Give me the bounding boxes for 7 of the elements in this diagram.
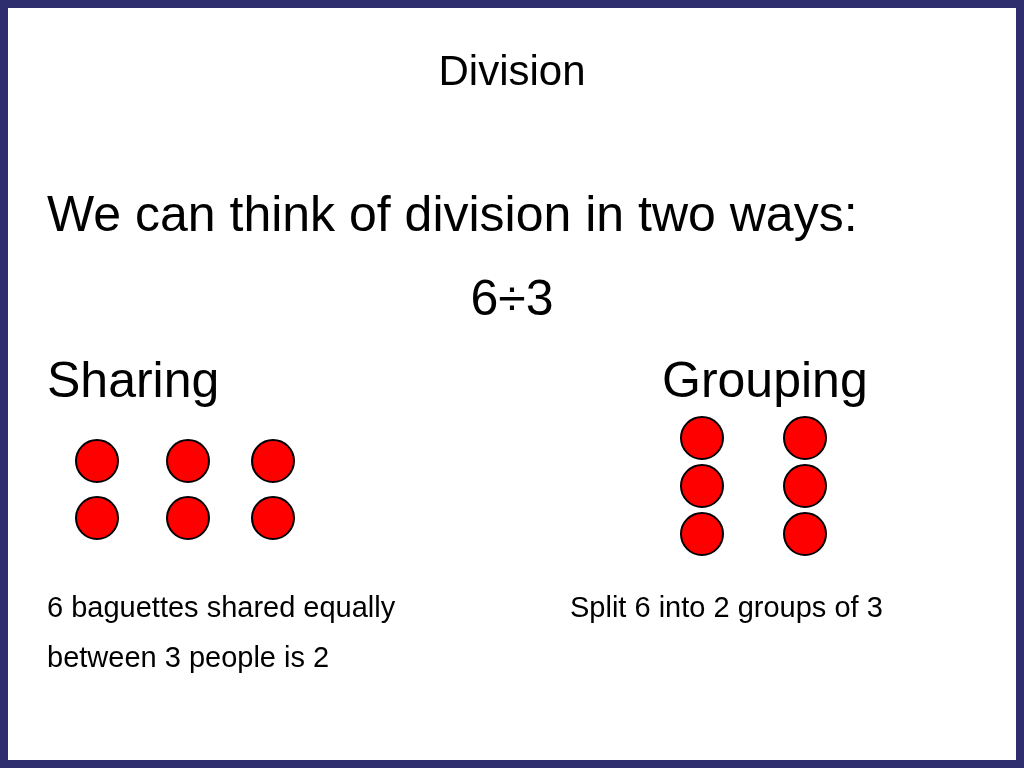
slide-title: Division xyxy=(437,46,587,96)
caption: 6 baguettes shared equally between 3 people is 2 xyxy=(47,590,397,675)
caption: Split 6 into 2 groups of 3 xyxy=(570,590,883,625)
division-expression: 6÷3 xyxy=(469,269,555,328)
heading: Grouping xyxy=(662,351,868,410)
heading: Sharing xyxy=(47,351,220,410)
intro-text: We can think of division in two ways: xyxy=(47,185,858,244)
